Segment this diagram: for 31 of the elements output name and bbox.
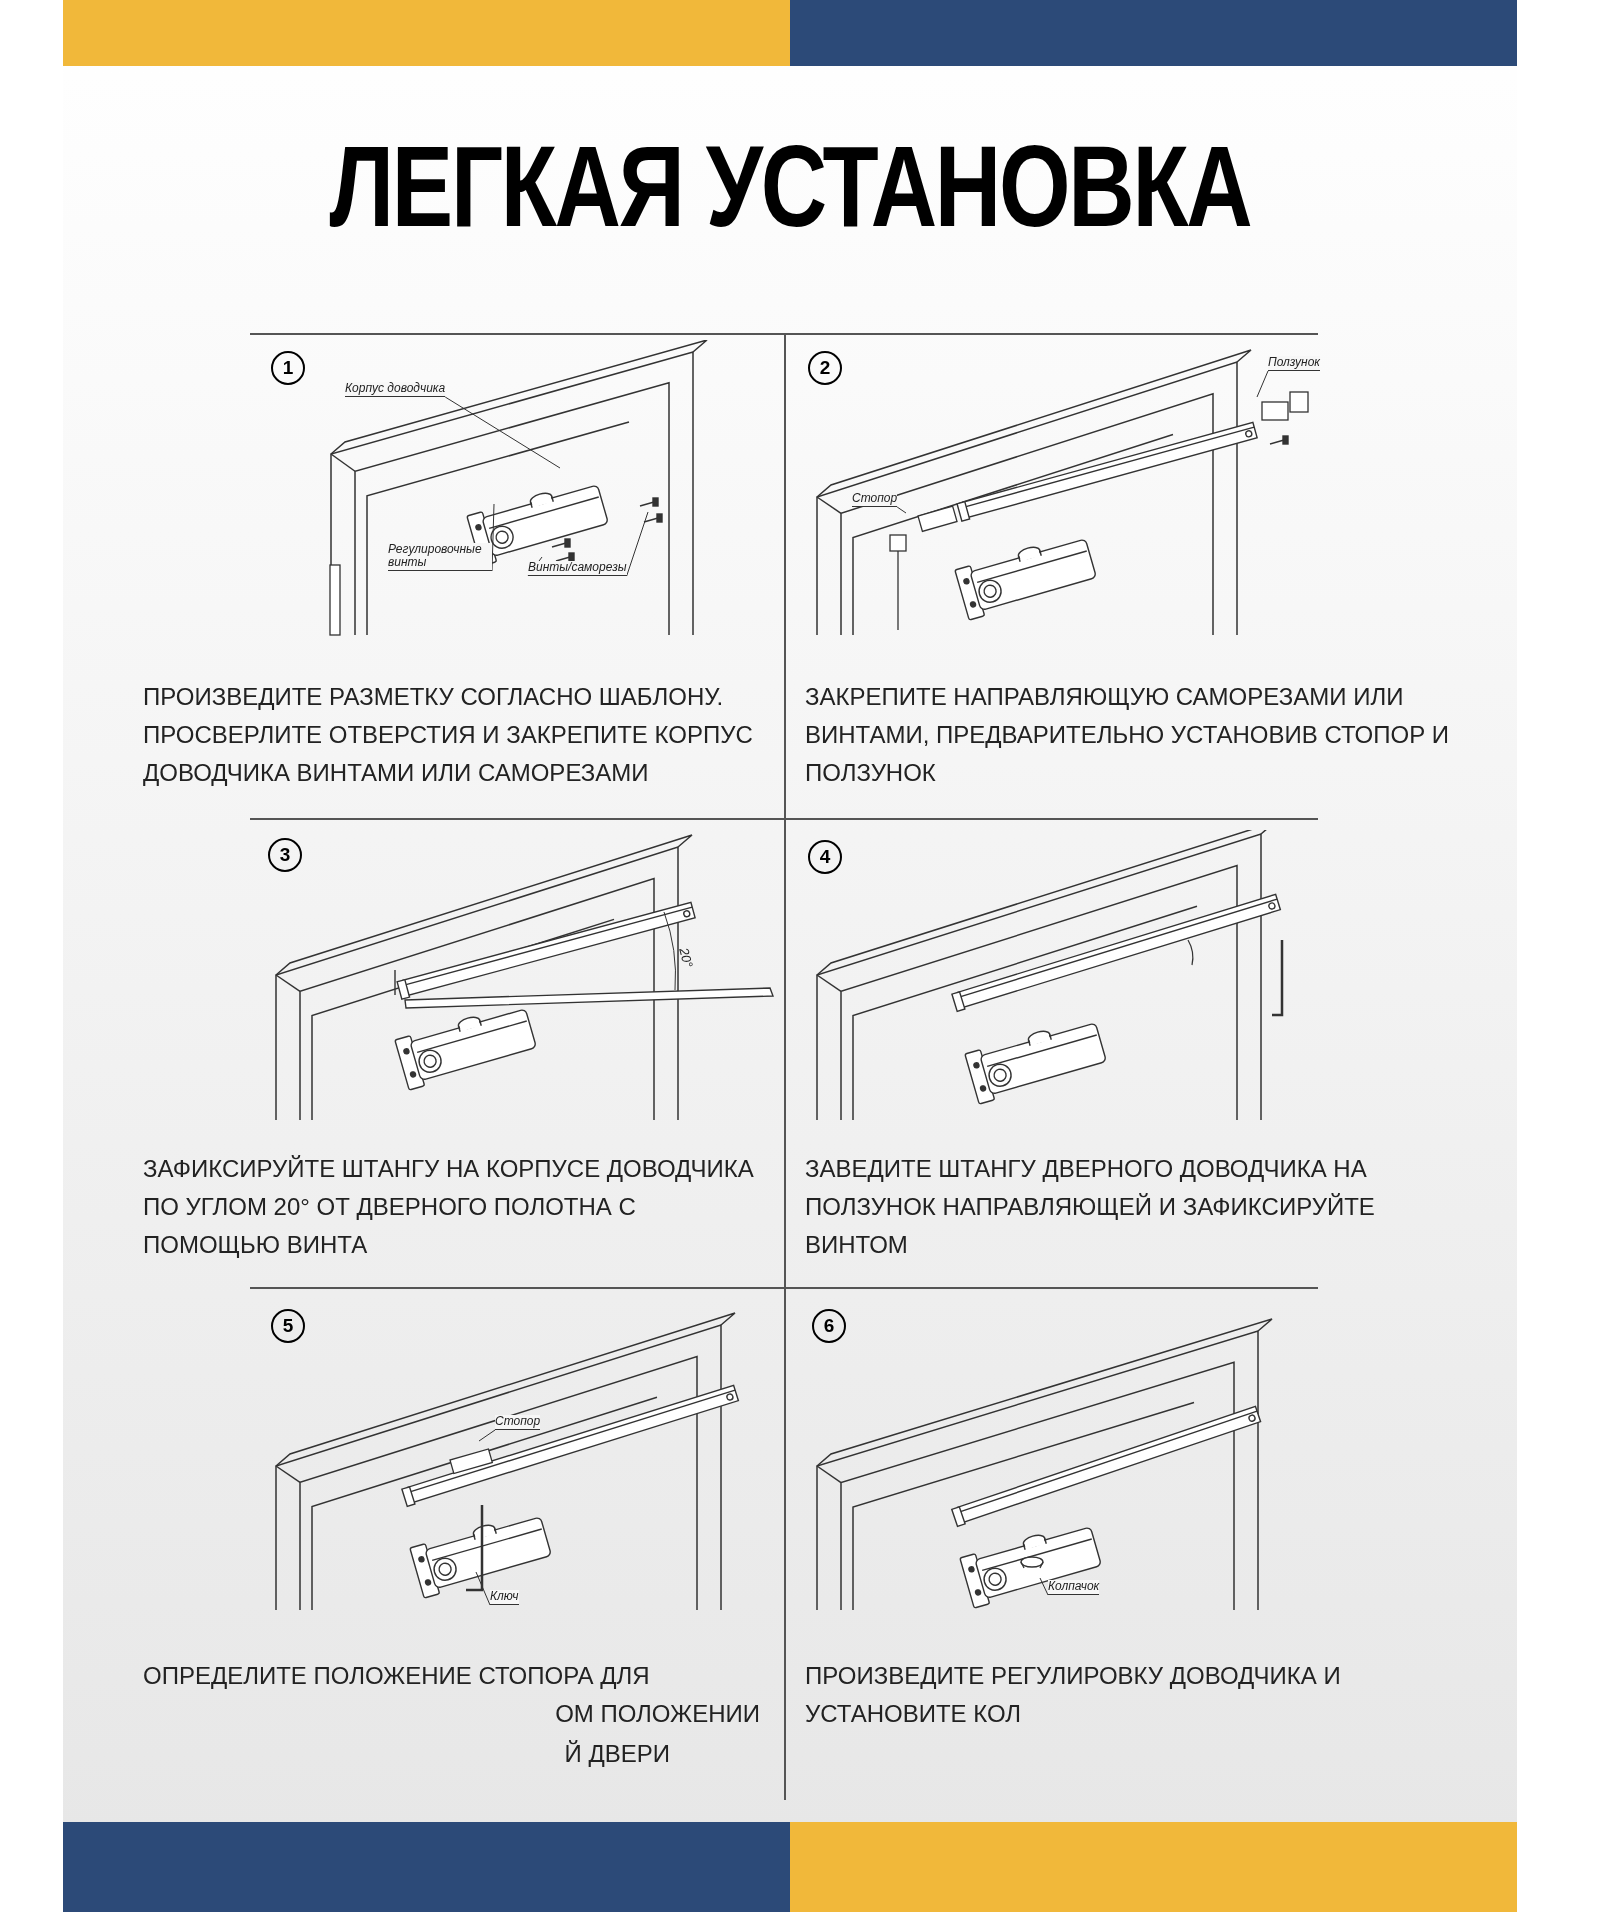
instruction-text: ОМ ПОЛОЖЕНИИ [554,1699,760,1729]
leader-line [1256,370,1269,398]
step-number: 1 [271,351,305,385]
instruction-text: ЗАВЕДИТЕ ШТАНГУ ДВЕРНОГО ДОВОДЧИКА НА ПОЛЗУНОК НАПРАВЛЯЮЩЕЙ И ЗАФИКСИРУЙТЕ ВИНТОМ [805,1154,1376,1260]
callout-label: Стопор [495,1415,541,1430]
instruction-text: Й ДВЕРИ [563,1739,670,1769]
callout-label: Ползунок [1268,356,1320,371]
leader-line [1039,1577,1049,1596]
callout-label: Винты/саморезы [528,561,627,576]
instruction-text: ПРОИЗВЕДИТЕ РАЗМЕТКУ СОГЛАСНО ШАБЛОНУ. ПРОСВЕРЛИТЕ ОТВЕРСТИЯ И ЗАКРЕПИТЕ КОРПУС ДОВОДЧИКА ВИНТАМИ ИЛИ САМОРЕЗАМИ [143,682,754,788]
title: ЛЕГКАЯ УСТАНОВКА [328,128,1252,244]
step-number: 3 [268,838,302,872]
callout-label: Корпус доводчика [345,382,446,397]
instruction-text: ОПРЕДЕЛИТЕ ПОЛОЖЕНИЕ СТОПОРА ДЛЯ [143,1661,651,1691]
leader-line [478,1429,496,1442]
instruction-text: ПРОИЗВЕДИТЕ РЕГУЛИРОВКУ ДОВОДЧИКА И УСТАНОВИТЕ КОЛ [805,1661,1342,1729]
instruction-text: ЗАКРЕПИТЕ НАПРАВЛЯЮЩУЮ САМОРЕЗАМИ ИЛИ ВИНТАМИ, ПРЕДВАРИТЕЛЬНО УСТАНОВИВ СТОПОР И ПОЛЗУНОК [805,682,1451,788]
callout-label: Колпачок [1048,1580,1100,1595]
step-number: 5 [271,1309,305,1343]
angle-label: 20° [675,945,697,970]
callout-label: Ключ [490,1590,519,1605]
callout-label: Регулировочные винты [388,543,492,571]
leader-line [444,396,561,469]
step-number: 6 [812,1309,846,1343]
callout-label: Стопор [852,492,898,507]
leader-line [896,506,907,514]
leader-line [475,1571,491,1606]
instruction-text: ЗАФИКСИРУЙТЕ ШТАНГУ НА КОРПУСЕ ДОВОДЧИКА ПО УГЛОМ 20° ОТ ДВЕРНОГО ПОЛОТНА С ПОМОЩЬЮ ВИНТА [143,1154,755,1260]
step-number: 4 [808,840,842,874]
leader-line [626,511,649,577]
step-number: 2 [808,351,842,385]
